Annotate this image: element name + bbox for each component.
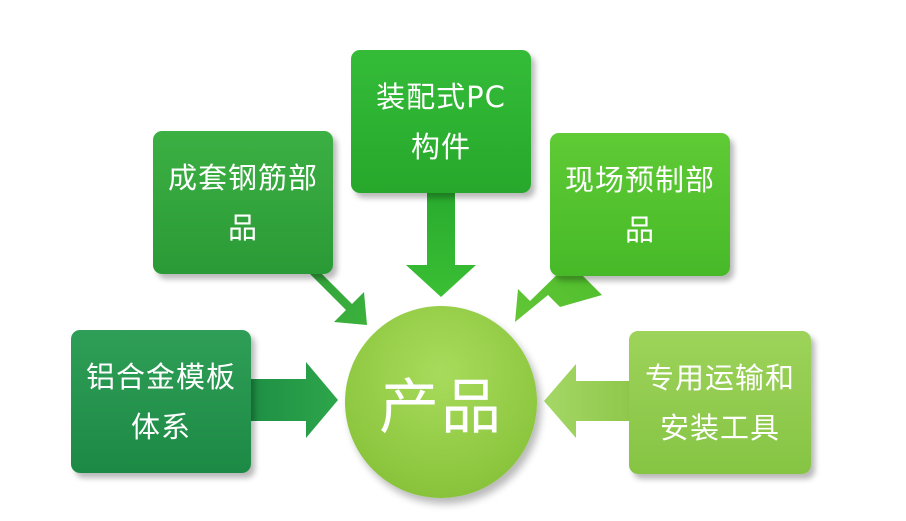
node-aluminum-line1: 铝合金模板 xyxy=(85,359,236,394)
node-pc-line1: 装配式PC xyxy=(376,79,506,114)
node-rebar-line2: 品 xyxy=(227,210,258,245)
arrow-prefab-to-product xyxy=(515,262,602,322)
arrow-pc-to-product xyxy=(406,193,476,297)
arrow-aluminum-to-product xyxy=(250,362,338,438)
arrow-rebar-to-product xyxy=(293,264,367,325)
node-aluminum-line2: 体系 xyxy=(130,409,191,444)
node-tools-line1: 专用运输和 xyxy=(644,360,795,395)
node-pc-line2: 构件 xyxy=(410,129,471,164)
node-pc-components: 装配式PC 构件 xyxy=(351,50,531,193)
arrow-tools-to-product xyxy=(544,364,630,438)
center-product-circle: 产品 xyxy=(345,306,537,498)
node-rebar-line1: 成套钢筋部 xyxy=(167,160,318,195)
node-prefab-line2: 品 xyxy=(624,212,655,247)
node-onsite-prefab: 现场预制部 品 xyxy=(550,133,730,276)
node-rebar-products: 成套钢筋部 品 xyxy=(153,131,333,274)
node-aluminum-formwork: 铝合金模板 体系 xyxy=(71,330,251,473)
node-prefab-line1: 现场预制部 xyxy=(564,162,715,197)
node-tools-line2: 安装工具 xyxy=(659,410,780,445)
node-transport-tools: 专用运输和 安装工具 xyxy=(629,331,811,474)
center-product-label: 产品 xyxy=(379,372,503,443)
